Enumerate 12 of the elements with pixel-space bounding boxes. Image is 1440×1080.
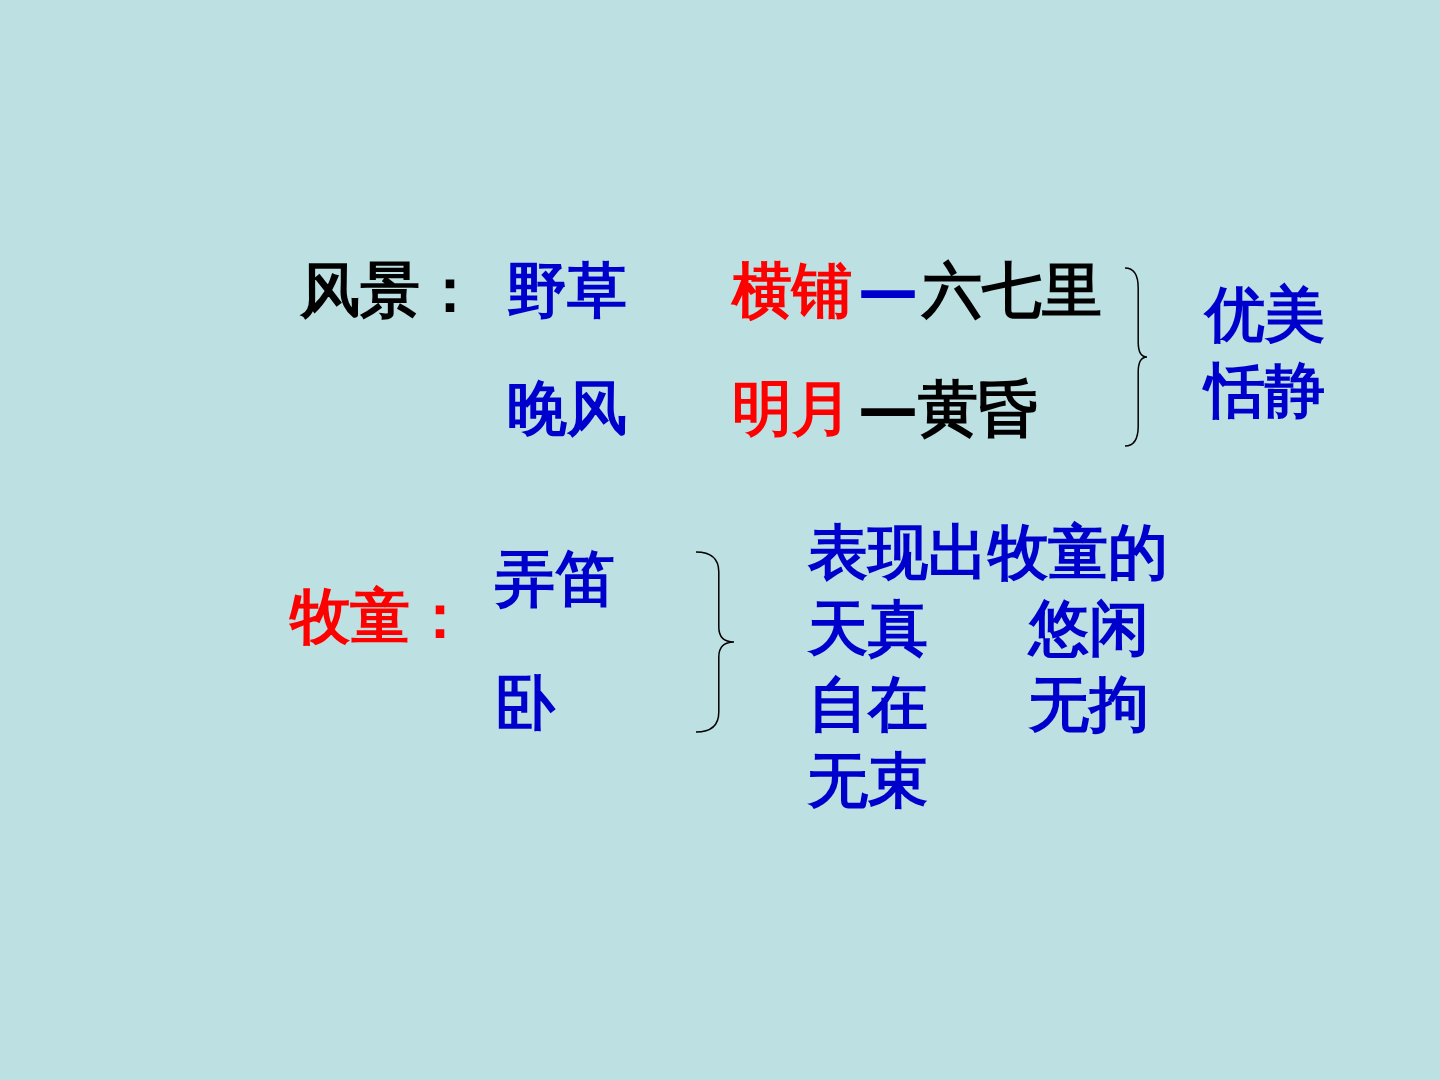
keyword-label: 晚风 (507, 372, 627, 445)
keyword-label: 明月 (732, 372, 852, 445)
keyword-label: 横铺 (732, 254, 852, 327)
phrase-label: —黄昏 (858, 372, 1038, 445)
keyword-label: 卧 (495, 666, 555, 739)
heading-label: 风景： (300, 254, 480, 327)
dash-label: — (858, 254, 918, 327)
keyword-label: 野草 (507, 254, 627, 327)
heading-label: 牧童： (290, 580, 470, 653)
phrase-label: 六七里 (922, 254, 1102, 327)
summary-paragraph: 表现出牧童的天真 悠闲自在 无拘无束 (808, 516, 1169, 817)
keyword-label: 弄笛 (495, 542, 615, 615)
